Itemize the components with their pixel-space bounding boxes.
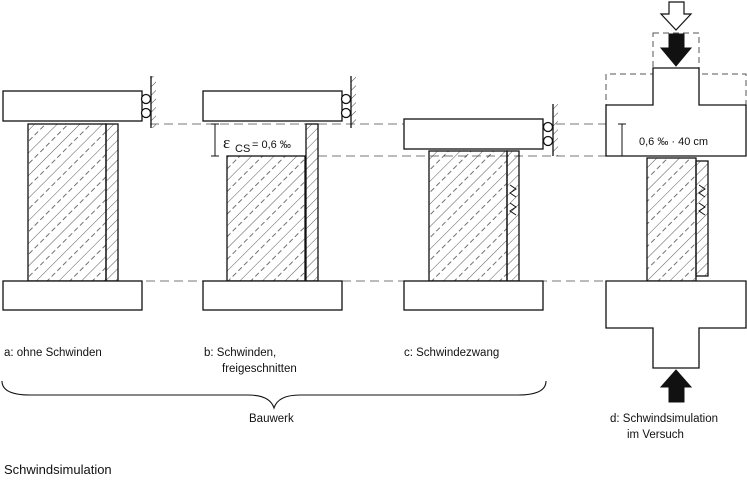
label-b-line2: freigeschnitten [222,363,297,375]
label-a: a: ohne Schwinden [4,347,102,359]
panel-a-top-slab [2,90,143,122]
label-c: c: Schwindezwang [404,347,500,359]
panel-b-top-slab [202,90,343,122]
panel-d-arrow-filled-top [659,33,693,67]
panel-c-base [403,280,544,311]
panel-b-roller-lower [340,107,352,119]
eps-subscript: CS [235,143,250,155]
panel-c-steel [506,150,520,282]
panel-d-top-block [605,67,747,157]
panel-c [403,104,558,311]
panel-d-arrow-open-top [659,1,693,31]
panel-b-base [202,280,343,311]
label-d-line1: d: Schwindsimulation [610,413,719,425]
panel-d-dim-label: 0,6 ‰ · 40 cm [639,136,708,148]
panel-a-roller-lower [140,107,152,119]
panel-c-roller-upper [542,121,554,133]
panel-c-spring-1 [509,184,517,198]
panel-c-wall-hatch [553,104,558,156]
eps-value: = 0,6 ‰ [252,139,291,151]
panel-b [202,76,356,311]
panel-c-spring-2 [509,202,517,216]
label-d-line2: im Versuch [627,429,684,441]
panel-d [605,1,747,403]
panel-b-roller-upper [340,93,352,105]
panel-c-roller-lower [542,135,554,147]
panel-c-column [428,150,508,282]
panel-a-column [27,123,107,282]
panel-b-column [226,155,306,282]
panel-c-top-slab [403,118,544,150]
panel-b-steel [305,123,319,282]
panel-d-spring-2 [698,202,706,216]
panel-a-base [2,280,143,311]
figure-caption: Schwindsimulation [4,462,112,477]
panel-d-steel [695,160,709,277]
bauwerk-brace [1,380,547,410]
panel-d-column [646,157,697,282]
panel-a-roller-upper [140,93,152,105]
panel-d-bottom-block [605,280,747,369]
panel-a-steel [105,123,119,282]
panel-b-wall-hatch [351,76,356,128]
panel-a-wall-hatch [151,76,156,128]
panel-d-arrow-filled-bottom [659,369,693,403]
panel-d-spring-1 [698,184,706,198]
panel-a [2,76,156,311]
eps-symbol: ε [223,133,230,152]
label-b-line1: b: Schwinden, [204,347,277,359]
label-bauwerk: Bauwerk [249,413,294,425]
